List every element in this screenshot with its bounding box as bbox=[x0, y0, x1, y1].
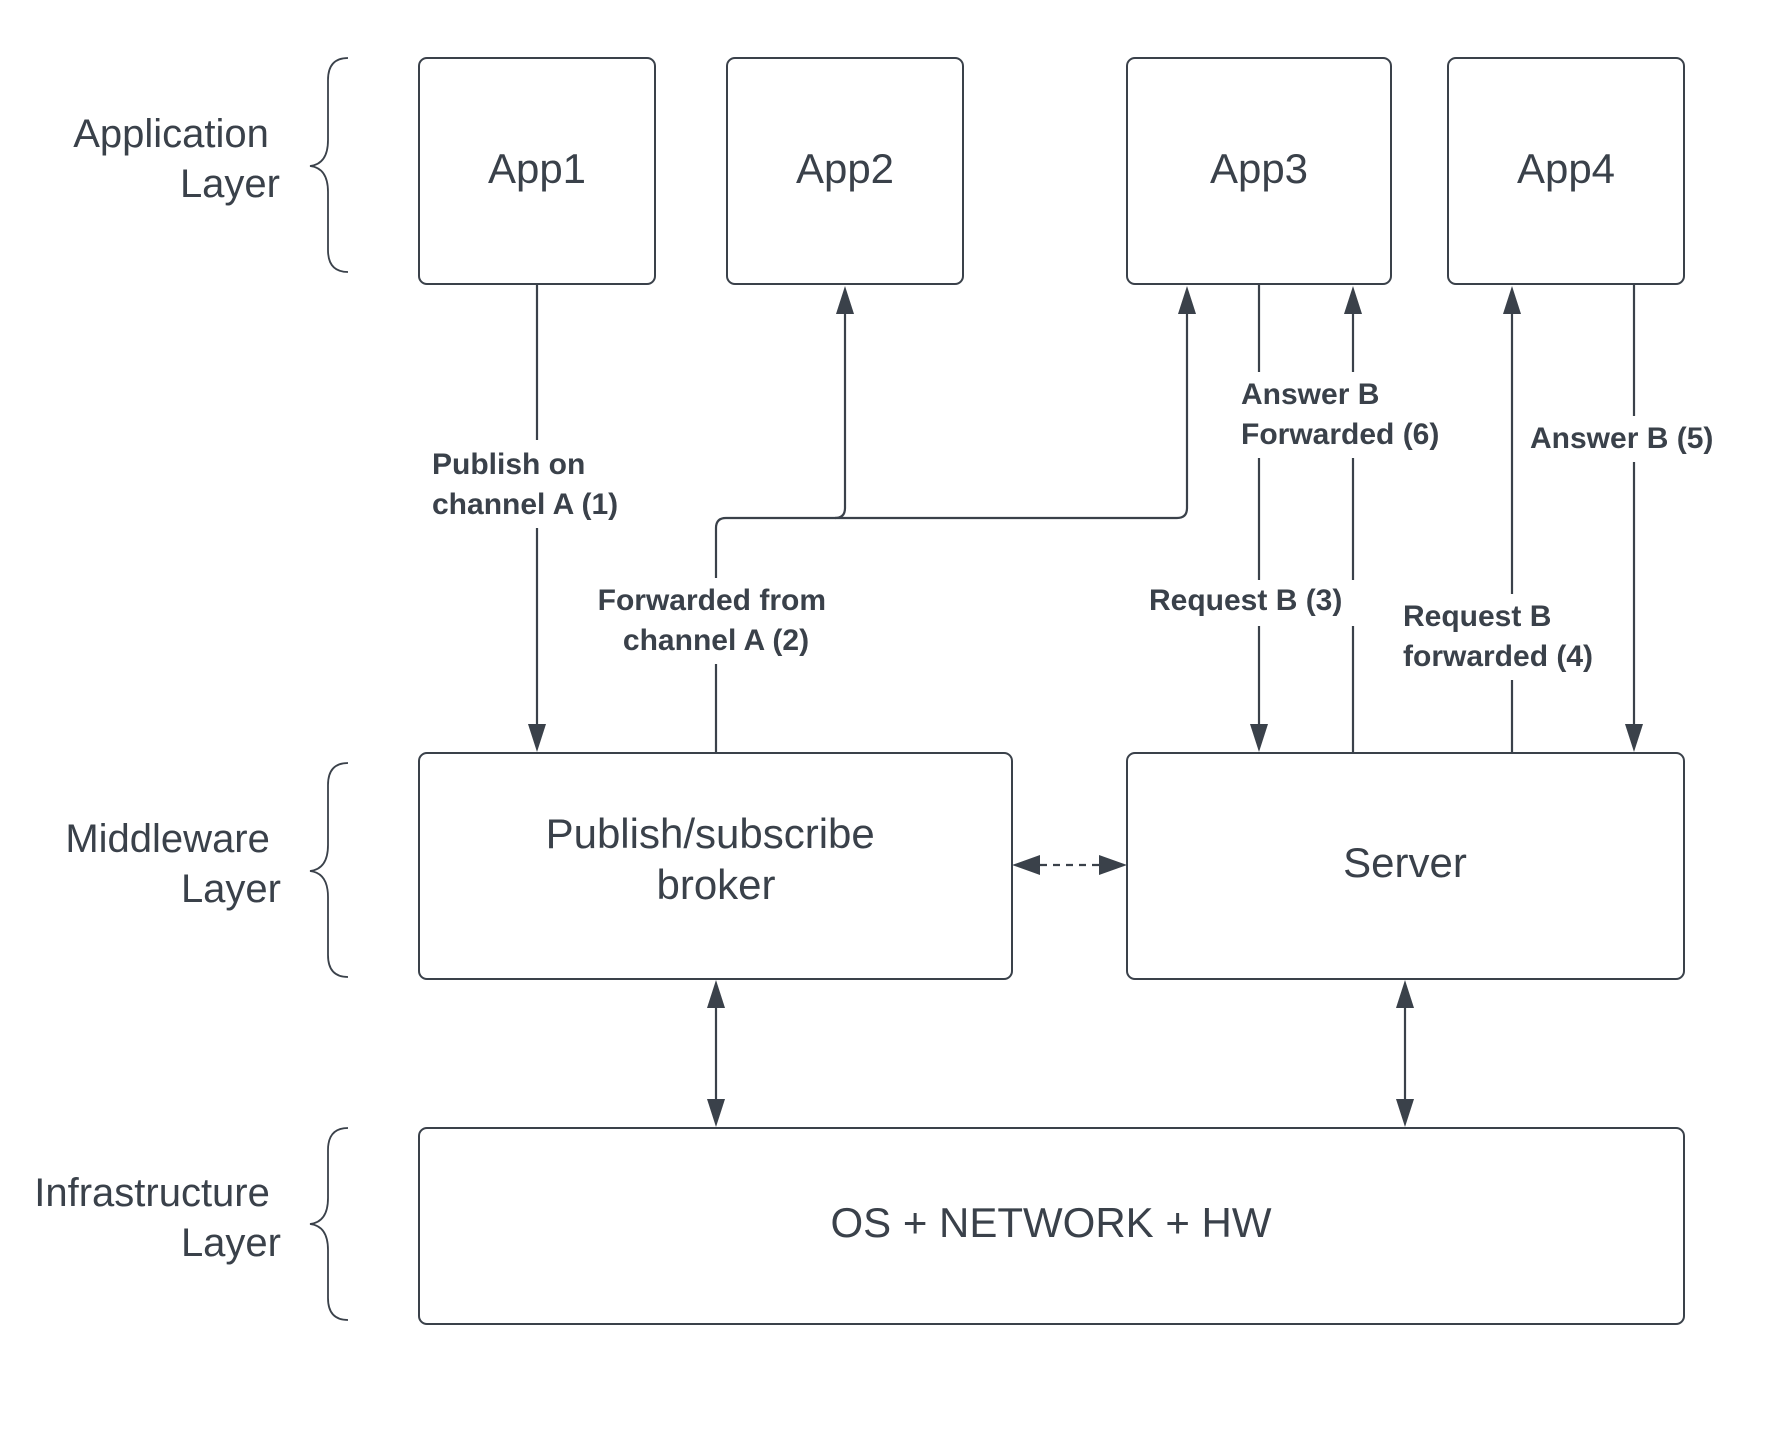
request-arrowhead bbox=[1250, 724, 1268, 752]
server-label: Server bbox=[1343, 839, 1467, 886]
request-label: Request B (3) bbox=[1149, 584, 1342, 617]
infrastructure-layer-brace bbox=[309, 1127, 349, 1321]
answer-arrowhead bbox=[1625, 724, 1643, 752]
forwarded-app2-arrowhead bbox=[836, 286, 854, 314]
app3-label: App3 bbox=[1210, 145, 1308, 192]
app1-label: App1 bbox=[488, 145, 586, 192]
answer-forwarded-arrowhead bbox=[1344, 286, 1362, 314]
publish-label: Publish on channel A (1) bbox=[432, 448, 618, 521]
publish-arrowhead bbox=[528, 724, 546, 752]
middleware-layer-brace bbox=[309, 762, 349, 978]
server-infra-arrowhead-down bbox=[1396, 1099, 1414, 1127]
app2-box bbox=[726, 57, 964, 285]
broker-infra-arrowhead-up bbox=[707, 980, 725, 1008]
forwarded-edge bbox=[714, 312, 1189, 753]
broker-server-arrowhead-right bbox=[1099, 855, 1127, 875]
forwarded-label-bg bbox=[582, 578, 850, 664]
answer-forwarded-label-bg bbox=[1238, 372, 1466, 458]
broker-infra-arrowhead-down bbox=[707, 1099, 725, 1127]
forwarded-branch-app2 bbox=[834, 312, 847, 520]
app2-label: App2 bbox=[796, 145, 894, 192]
request-label-bg bbox=[1146, 580, 1372, 626]
forwarded-label: Forwarded from channel A (2) bbox=[598, 584, 835, 657]
application-layer-brace bbox=[309, 57, 349, 273]
forwarded-app3-arrowhead bbox=[1178, 286, 1196, 314]
answer-label: Answer B (5) bbox=[1530, 422, 1713, 455]
infrastructure-layer-label: Infrastructure Layer bbox=[34, 1171, 281, 1265]
middleware-layer-label: Middleware Layer bbox=[65, 817, 281, 911]
server-box bbox=[1126, 752, 1685, 980]
application-layer-label: Application Layer bbox=[73, 112, 280, 206]
broker-server-arrowhead-left bbox=[1012, 855, 1040, 875]
broker-label: Publish/subscribe broker bbox=[546, 810, 887, 908]
app4-label: App4 bbox=[1517, 145, 1615, 192]
request-forwarded-arrowhead bbox=[1503, 286, 1521, 314]
server-infra-arrowhead-up bbox=[1396, 980, 1414, 1008]
publish-label-bg bbox=[428, 440, 648, 528]
answer-label-bg bbox=[1528, 416, 1738, 462]
request-forwarded-label: Request B forwarded (4) bbox=[1403, 600, 1593, 673]
infrastructure-box bbox=[418, 1127, 1685, 1325]
answer-forwarded-label: Answer B Forwarded (6) bbox=[1241, 378, 1439, 451]
request-forwarded-label-bg bbox=[1400, 594, 1622, 680]
app4-box bbox=[1447, 57, 1685, 285]
infrastructure-label: OS + NETWORK + HW bbox=[830, 1199, 1271, 1246]
